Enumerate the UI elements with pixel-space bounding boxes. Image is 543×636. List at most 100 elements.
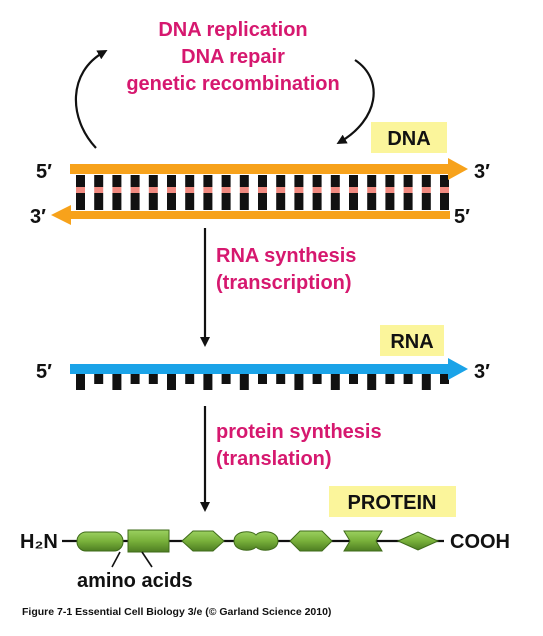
dna-base-pair-5-part-3 <box>148 193 158 210</box>
dna-base-pair-9-part-1 <box>221 175 231 187</box>
amino-acid-pointer-left <box>111 551 121 568</box>
rna-base-2 <box>94 374 104 384</box>
process-label-dna-repair: DNA repair <box>181 46 285 68</box>
dna-base-pair-9-part-2 <box>221 187 231 193</box>
dna-base-pair-8-part-3 <box>203 193 213 210</box>
dna-base-pair-20-part-2 <box>421 187 431 193</box>
dna-top-right-end: 3′ <box>474 161 490 183</box>
dna-base-pair-2-part-1 <box>94 175 104 187</box>
rna-base-3 <box>112 374 122 390</box>
amino-acid-7 <box>396 531 440 551</box>
dna-top-strand <box>70 158 468 180</box>
right-curved-arrow <box>336 59 375 145</box>
dna-base-pairs <box>76 175 449 210</box>
rna-base-21 <box>440 374 449 384</box>
amino-acid-4 <box>233 531 279 551</box>
dna-base-pair-7-part-1 <box>185 175 195 187</box>
dna-base-pair-21-part-1 <box>440 175 449 187</box>
dna-base-pair-4-part-3 <box>130 193 140 210</box>
dna-base-pair-4-part-1 <box>130 175 140 187</box>
dna-base-pair-6-part-3 <box>167 193 176 210</box>
rna-base-7 <box>185 374 195 384</box>
amino-acid-2 <box>127 529 170 553</box>
dna-base-pair-16-part-1 <box>349 175 358 187</box>
dna-base-pair-7-part-2 <box>185 187 195 193</box>
dna-base-pair-2-part-2 <box>94 187 104 193</box>
dna-base-pair-9-part-3 <box>221 193 231 210</box>
dna-base-pair-3-part-1 <box>112 175 122 187</box>
transcription-label-rna-synthesis: RNA synthesis <box>216 245 356 267</box>
translation-label-protein-synthesis: protein synthesis <box>216 421 382 443</box>
dna-base-pair-20-part-1 <box>421 175 431 187</box>
dna-base-pair-17-part-3 <box>367 193 377 210</box>
amino-acid-pointer-right <box>141 551 153 568</box>
dna-base-pair-3-part-3 <box>112 193 122 210</box>
dna-base-pair-12-part-1 <box>276 175 286 187</box>
dna-base-pair-6-part-2 <box>167 187 176 193</box>
translation-label-translation: (translation) <box>216 448 332 470</box>
amino-acid-1 <box>76 531 124 552</box>
rna-base-11 <box>258 374 267 384</box>
rna-bases <box>76 374 449 390</box>
rna-base-8 <box>203 374 213 390</box>
rna-base-10 <box>239 374 249 390</box>
dna-bottom-right-end: 5′ <box>454 206 470 228</box>
rna-base-17 <box>367 374 377 390</box>
dna-top-left-end: 5′ <box>36 161 52 183</box>
dna-base-pair-1-part-2 <box>76 187 85 193</box>
dna-base-pair-18-part-2 <box>385 187 395 193</box>
amino-acid-3 <box>181 530 225 552</box>
dna-base-pair-11-part-2 <box>258 187 267 193</box>
transcription-label-transcription: (transcription) <box>216 272 352 294</box>
dna-base-pair-19-part-1 <box>403 175 413 187</box>
protein-label: PROTEIN <box>348 492 437 514</box>
left-curved-arrow <box>74 50 108 149</box>
dna-base-pair-18-part-1 <box>385 175 395 187</box>
rna-base-14 <box>312 374 322 384</box>
dna-base-pair-13-part-3 <box>294 193 304 210</box>
dna-base-pair-14-part-2 <box>312 187 322 193</box>
dna-base-pair-21-part-2 <box>440 187 449 193</box>
amino-acid-6 <box>343 530 383 552</box>
dna-label-box <box>371 122 447 153</box>
rna-base-20 <box>421 374 431 390</box>
dna-base-pair-19-part-2 <box>403 187 413 193</box>
amino-acids-label: amino acids <box>77 570 193 592</box>
dna-base-pair-16-part-2 <box>349 187 358 193</box>
dna-base-pair-5-part-2 <box>148 187 158 193</box>
dna-base-pair-1-part-3 <box>76 193 85 210</box>
dna-base-pair-11-part-3 <box>258 193 267 210</box>
dna-base-pair-8-part-2 <box>203 187 213 193</box>
rna-base-12 <box>276 374 286 384</box>
rna-base-15 <box>330 374 340 390</box>
n-terminus-label: H₂N <box>20 531 58 553</box>
rna-left-end: 5′ <box>36 361 52 383</box>
dna-bottom-left-end: 3′ <box>30 206 46 228</box>
dna-base-pair-17-part-1 <box>367 175 377 187</box>
dna-base-pair-2-part-3 <box>94 193 104 210</box>
dna-base-pair-18-part-3 <box>385 193 395 210</box>
dna-base-pair-13-part-1 <box>294 175 304 187</box>
rna-label-box <box>380 325 444 356</box>
dna-base-pair-15-part-3 <box>330 193 340 210</box>
rna-base-9 <box>221 374 231 384</box>
dna-base-pair-10-part-2 <box>239 187 249 193</box>
dna-base-pair-14-part-1 <box>312 175 322 187</box>
rna-right-end: 3′ <box>474 361 490 383</box>
dna-base-pair-10-part-3 <box>239 193 249 210</box>
dna-label: DNA <box>387 128 430 150</box>
dna-base-pair-10-part-1 <box>239 175 249 187</box>
dna-base-pair-11-part-1 <box>258 175 267 187</box>
dna-base-pair-20-part-3 <box>421 193 431 210</box>
dna-base-pair-17-part-2 <box>367 187 377 193</box>
dna-base-pair-12-part-2 <box>276 187 286 193</box>
dna-base-pair-5-part-1 <box>148 175 158 187</box>
rna-base-18 <box>385 374 395 384</box>
dna-base-pair-3-part-2 <box>112 187 122 193</box>
rna-base-4 <box>130 374 140 384</box>
dna-base-pair-21-part-3 <box>440 193 449 210</box>
dna-base-pair-1-part-1 <box>76 175 85 187</box>
amino-acid-chain <box>76 529 440 553</box>
figure-caption: Figure 7-1 Essential Cell Biology 3/e (©… <box>22 606 332 618</box>
dna-base-pair-16-part-3 <box>349 193 358 210</box>
